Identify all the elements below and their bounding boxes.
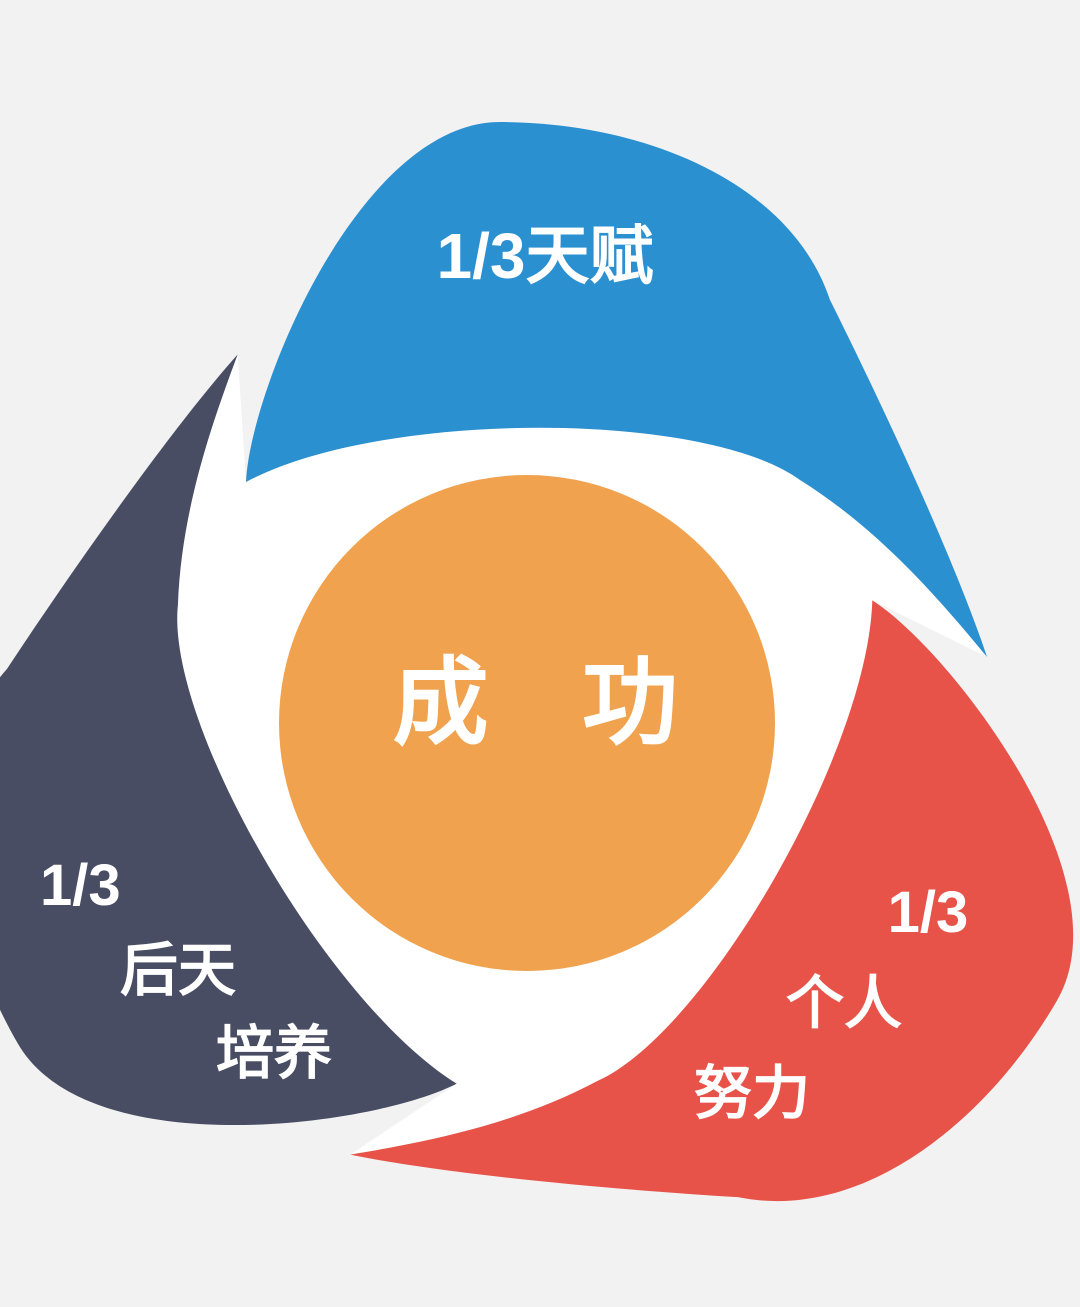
- label-left-line2: 后天: [120, 938, 236, 1003]
- label-top-talent: 1/3天赋: [437, 220, 654, 292]
- label-right-line2: 个人: [786, 971, 902, 1036]
- label-right-fraction: 1/3: [888, 880, 969, 945]
- center-circle: [279, 475, 775, 971]
- center-title: 成 功: [393, 650, 678, 757]
- label-left-line3: 培养: [216, 1021, 332, 1086]
- center-title-char1: 成: [393, 650, 489, 757]
- center-title-char2: 功: [582, 650, 678, 757]
- label-right-line3: 努力: [694, 1061, 810, 1126]
- label-left-fraction: 1/3: [40, 853, 121, 918]
